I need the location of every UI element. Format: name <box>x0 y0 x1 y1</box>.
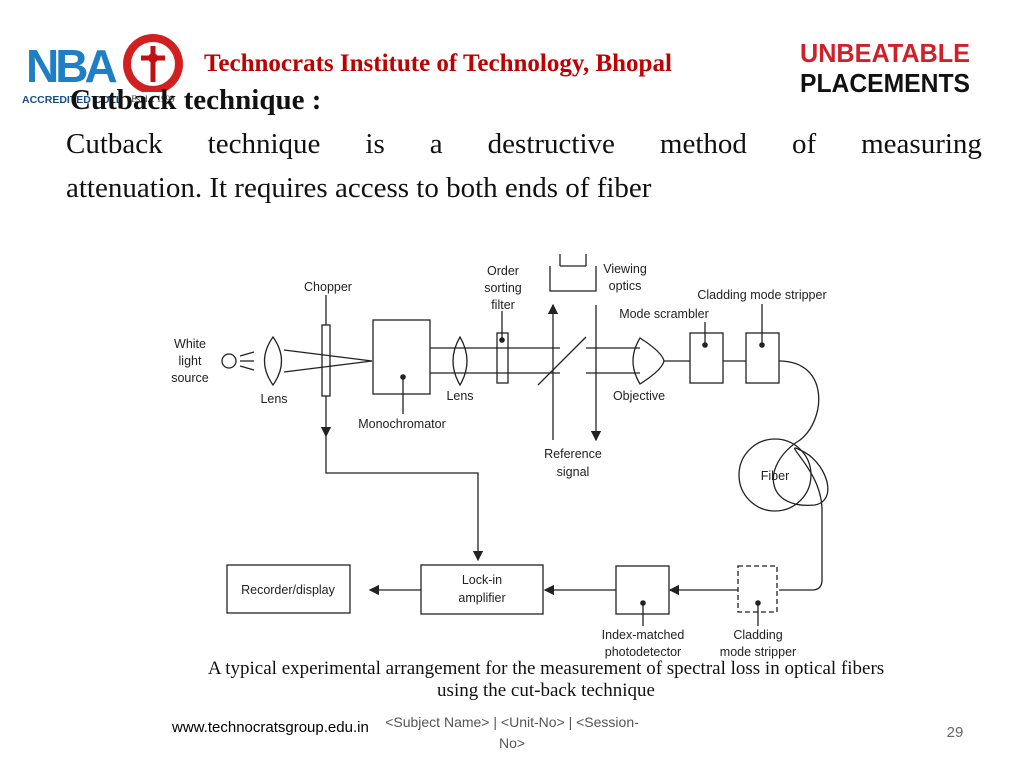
paragraph-word: measuring <box>861 128 982 160</box>
light-source-shape <box>221 353 237 369</box>
paragraph-line-2: attenuation. It requires access to both … <box>66 172 652 204</box>
label-lockin-1: Lock-in <box>462 573 502 587</box>
label-viewing-2: optics <box>609 279 642 293</box>
paragraph-word: Cutback <box>66 128 163 160</box>
label-monochromator: Monochromator <box>358 417 446 431</box>
label-chopper: Chopper <box>304 280 352 294</box>
fiber-loop-shape <box>738 438 812 512</box>
college-emblem-logo: Estd. : 1999 <box>122 34 184 105</box>
slide-title: Cutback technique : <box>70 84 322 116</box>
recorder-display-shape <box>226 564 351 614</box>
lens-left-shape <box>263 335 283 387</box>
label-reference-1: Reference <box>544 447 602 461</box>
viewing-optics-shape <box>549 254 597 292</box>
caption-line-1: A typical experimental arrangement for t… <box>207 658 885 679</box>
paragraph-line-1: Cutback technique is a destructive metho… <box>66 122 982 166</box>
nba-logo-subtext: ACCREDITED COLLEGE <box>22 94 120 106</box>
lens-right-shape <box>452 335 468 387</box>
beam-splitter-shape <box>537 336 587 386</box>
institute-name: Technocrats Institute of Technology, Bho… <box>204 50 672 77</box>
paragraph-word: method <box>659 128 747 160</box>
label-reference-2: signal <box>557 465 590 479</box>
label-order-3: filter <box>491 298 515 312</box>
footer-url: www.technocratsgroup.edu.in <box>172 719 369 736</box>
label-order-1: Order <box>487 264 519 278</box>
label-cladding-bottom-1: Cladding <box>733 628 782 642</box>
label-index-2: photodetector <box>605 645 681 659</box>
label-lens-right: Lens <box>446 389 473 403</box>
label-index-1: Index-matched <box>602 628 685 642</box>
caption-line-2: using the cut-back technique <box>437 680 655 701</box>
paragraph-word: is <box>365 128 385 160</box>
label-viewing-1: Viewing <box>603 262 647 276</box>
label-mode-scrambler: Mode scrambler <box>619 307 709 321</box>
body-paragraph: Cutback technique is a destructive metho… <box>66 122 982 210</box>
footer-subject: <Subject Name> | <Unit-No> | <Session- N… <box>366 712 658 754</box>
placements-line1: UNBEATABLE <box>800 38 970 68</box>
label-lockin-2: amplifier <box>458 591 505 605</box>
page-number: 29 <box>946 724 964 741</box>
college-logo-text: Estd. : 1999 <box>131 94 175 104</box>
paragraph-word: a <box>429 128 443 160</box>
nba-logo: NBA ACCREDITED COLLEGE <box>22 40 120 106</box>
paragraph-word: technique <box>207 128 321 160</box>
nba-logo-text: NBA <box>26 40 116 92</box>
label-lens-left: Lens <box>260 392 287 406</box>
footer-subject-line-1: <Subject Name> | <Unit-No> | <Session- <box>385 714 639 730</box>
cutback-setup-diagram: White light source Lens Chopper Monochro… <box>171 254 829 659</box>
chopper-shape <box>321 324 331 397</box>
paragraph-word: of <box>791 128 817 160</box>
label-white-light-3: source <box>171 371 209 385</box>
placements-line2: PLACEMENTS <box>800 68 970 98</box>
label-objective: Objective <box>613 389 665 403</box>
mode-scrambler-shape <box>689 332 724 384</box>
footer-subject-line-2: No> <box>498 735 526 751</box>
label-white-light-1: White <box>174 337 206 351</box>
label-cladding-top: Cladding mode stripper <box>697 288 826 302</box>
monochromator-shape <box>372 319 431 395</box>
label-order-2: sorting <box>484 281 522 295</box>
objective-lens-shape <box>632 337 665 385</box>
unbeatable-placements-logo: UNBEATABLE PLACEMENTS <box>800 38 970 98</box>
label-white-light-2: light <box>179 354 202 368</box>
label-fiber: Fiber <box>761 469 789 483</box>
paragraph-word: destructive <box>487 128 615 160</box>
figure-caption: A typical experimental arrangement for t… <box>160 658 932 702</box>
label-recorder: Recorder/display <box>241 583 336 597</box>
label-cladding-bottom-2: mode stripper <box>720 645 796 659</box>
fiber-path <box>772 360 829 591</box>
